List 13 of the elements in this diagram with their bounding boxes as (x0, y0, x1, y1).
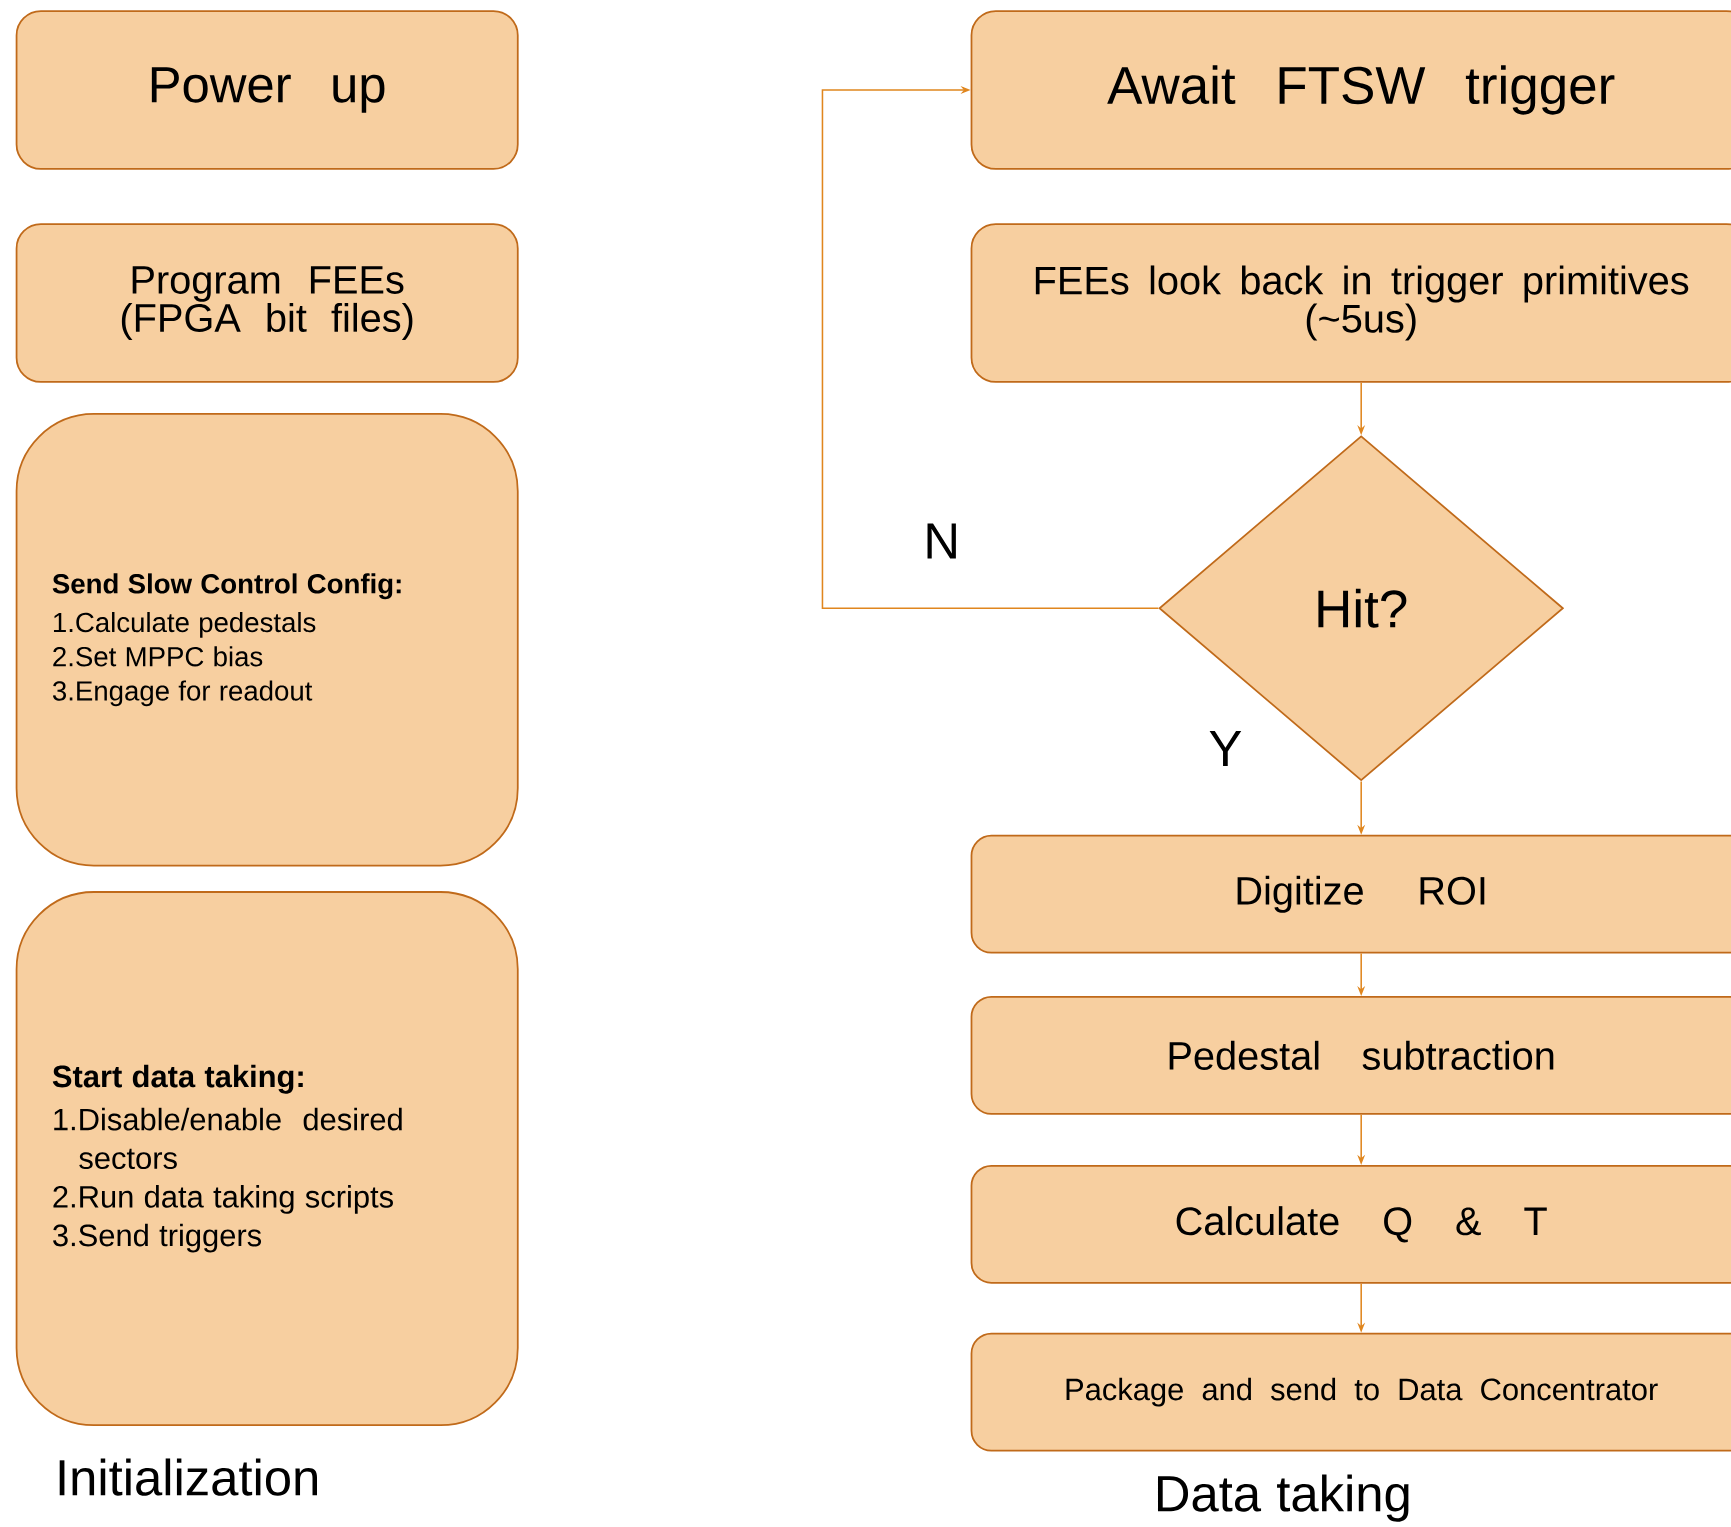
process-box: Calculate Q & T (970, 1165, 1731, 1284)
edge-label: N (927, 523, 956, 559)
process-box: Digitize ROI (970, 834, 1731, 954)
edge-label: Y (1209, 731, 1242, 767)
rounded-box: Send Slow Control Config: 1.Calculate pedestals 2.Set MPPC bias 3.Engage for readout (15, 413, 519, 867)
process-box: Program FEEs (FPGA bit files) (15, 223, 519, 383)
arrow (821, 86, 1160, 610)
process-box: Power up (15, 10, 519, 170)
process-box: Package and send to Data Concentrator (970, 1332, 1731, 1452)
process-box: Pedestal subtraction (970, 996, 1731, 1115)
process-box: FEEs look back in trigger primitives (~5us) (970, 223, 1731, 383)
rounded-box: Start data taking: 1.Disable/enable desired sectors 2.Run data taking scripts 3.Send triggers (15, 891, 519, 1427)
process-box: Await FTSW trigger (970, 10, 1731, 170)
